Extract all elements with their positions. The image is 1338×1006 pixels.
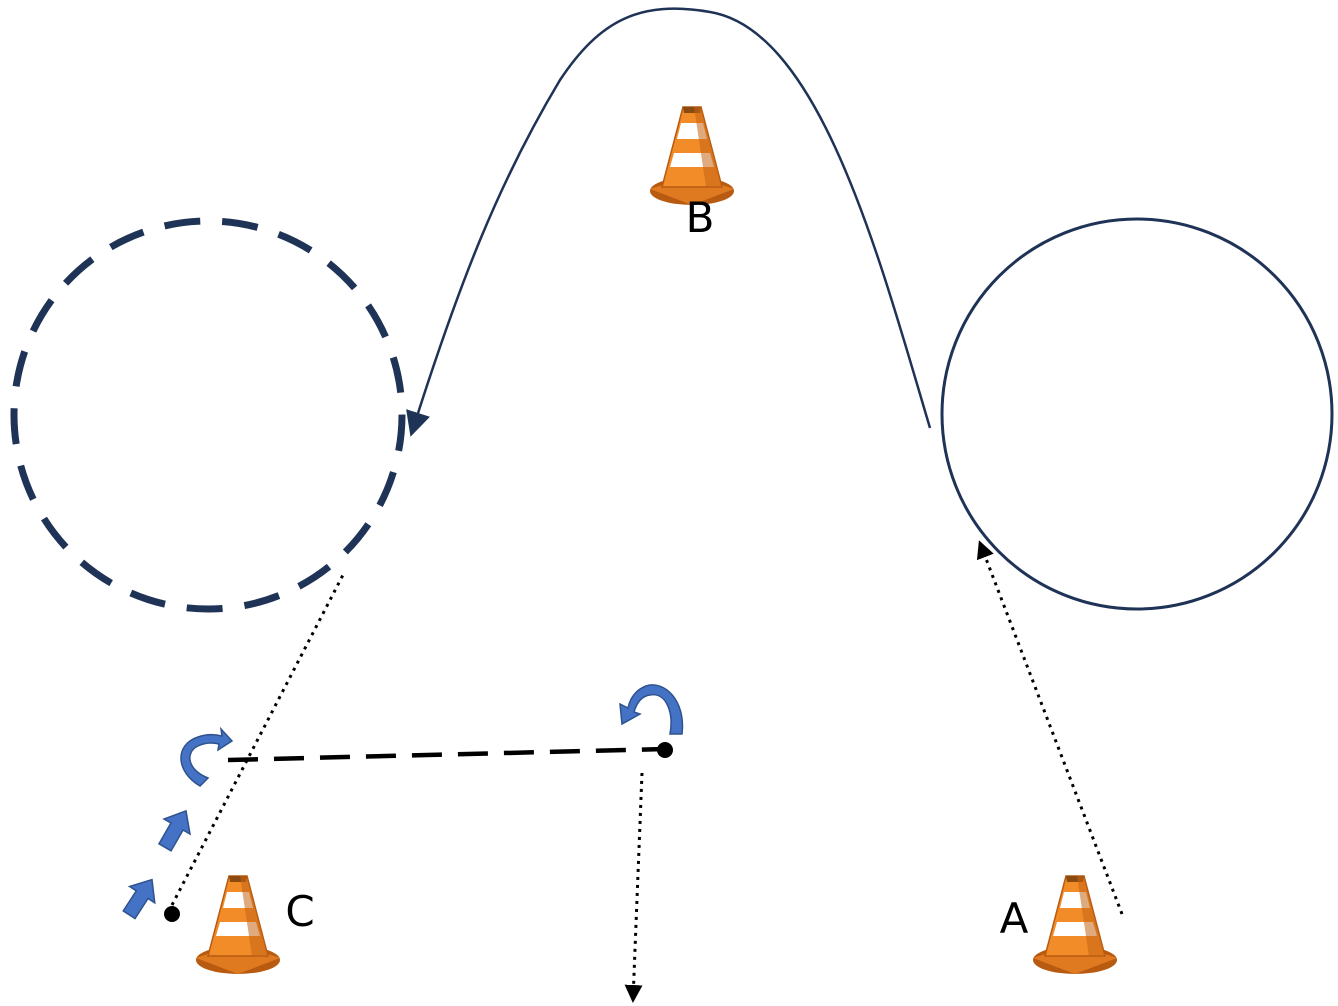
- cone-label-c: C: [285, 887, 314, 936]
- dotted-path-down: [624, 772, 644, 1003]
- block-arrow-icon: [115, 870, 166, 924]
- cone-label-a: A: [1000, 894, 1029, 943]
- dashed-circle-path: [10, 217, 406, 613]
- curve-around-b-path: [406, 7, 932, 437]
- traffic-cone-icon-c: [195, 875, 281, 975]
- cone-label-b: B: [686, 193, 715, 242]
- curved-turn-arrow-icon: [619, 684, 684, 735]
- curved-turn-arrow-icon: [180, 726, 234, 787]
- solid-circle-path: [940, 217, 1334, 611]
- dashed-path-horizontal: [227, 746, 666, 763]
- dotted-path-a-to-circle: [976, 540, 1124, 915]
- dotted-path-c-to-circle: [170, 572, 346, 906]
- traffic-cone-icon-a: [1032, 875, 1118, 975]
- traffic-cone-icon-b: [649, 106, 735, 206]
- start-point-dot: [164, 906, 180, 922]
- turn-point-dot: [657, 742, 673, 758]
- block-arrow-icon: [151, 802, 200, 856]
